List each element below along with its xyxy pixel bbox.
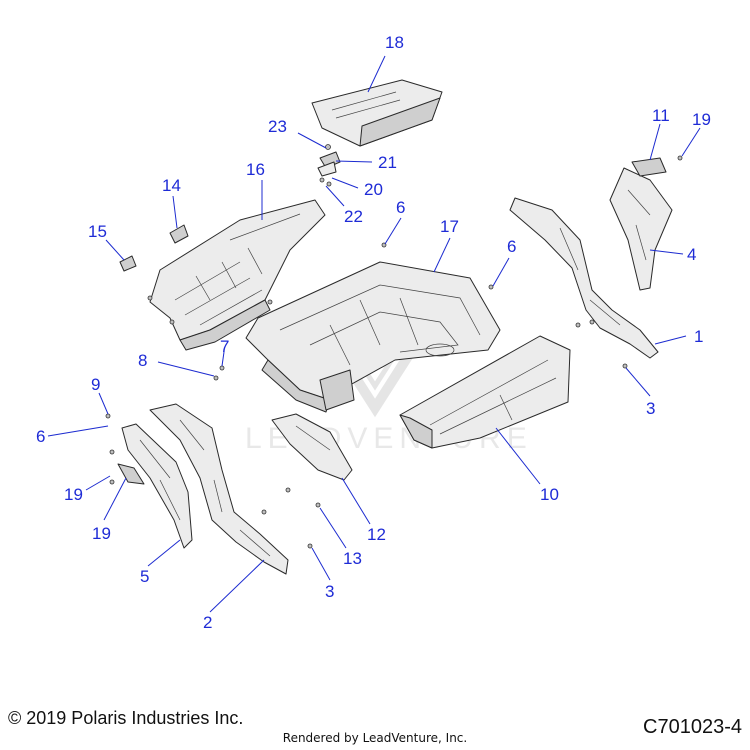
callout-labels: 18 23 21 20 22 16 14 15 6 17 6 8 7 9 6 1… <box>36 33 711 632</box>
leader-lines <box>47 55 701 613</box>
callout-19-left: 19 <box>64 485 83 504</box>
callout-9: 10 <box>540 485 559 504</box>
part-15-side-panel <box>271 413 353 481</box>
part-9-rear-panel <box>399 335 571 449</box>
callout-19-right: 19 <box>692 110 711 129</box>
drawing-number: C701023-4 <box>643 716 742 738</box>
part-17-plate <box>631 155 683 177</box>
callout-23: 23 <box>268 117 287 136</box>
callout-3-bottom: 3 <box>325 582 334 601</box>
fasteners <box>105 242 628 549</box>
callout-16: 13 <box>343 549 362 568</box>
copyright-notice: © 2019 Polaris Industries Inc. <box>8 708 244 728</box>
callout-3-right: 3 <box>646 399 655 418</box>
part-12-front-panel <box>149 199 326 351</box>
callout-22: 22 <box>344 207 363 226</box>
callout-17: 11 <box>652 106 670 125</box>
callout-1: 1 <box>694 327 703 346</box>
callout-18: 19 <box>92 524 111 543</box>
callout-7: 7 <box>220 337 229 356</box>
callout-8-top: 8 <box>138 351 147 370</box>
callout-8-left: 9 <box>91 375 100 394</box>
part-4-right-side-panel <box>609 167 673 291</box>
callout-2: 2 <box>203 613 212 632</box>
callout-6-right: 6 <box>507 237 516 256</box>
part-10-bracket <box>169 224 189 244</box>
parts-20-23-bracket-cluster <box>317 144 341 187</box>
part-5-left-pillar <box>121 423 193 549</box>
callout-14: 18 <box>385 33 404 52</box>
callout-12: 16 <box>246 160 265 179</box>
callout-21: 21 <box>378 153 397 172</box>
callout-10: 14 <box>162 176 181 195</box>
callout-5: 5 <box>140 567 149 586</box>
part-18-plate <box>117 463 145 485</box>
callout-20: 20 <box>364 180 383 199</box>
callout-4: 4 <box>687 245 696 264</box>
callout-15: 12 <box>367 525 386 544</box>
part-2-left-side-rail <box>149 403 289 575</box>
part-11-bracket <box>119 255 137 272</box>
part-14-storage-tray <box>311 79 443 147</box>
rendered-by-credit: Rendered by LeadVenture, Inc. <box>282 731 468 745</box>
callout-13: 17 <box>440 217 459 236</box>
part-1-right-side-rail <box>509 197 659 359</box>
part-13-cargo-floor <box>245 261 501 413</box>
callout-6-left: 6 <box>36 427 45 446</box>
callout-6-top: 6 <box>396 198 405 217</box>
callout-11: 15 <box>88 222 107 241</box>
